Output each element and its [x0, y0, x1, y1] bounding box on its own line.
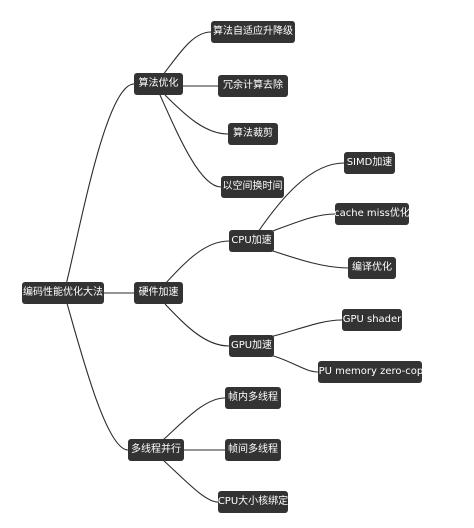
node-algo-redundant[interactable]: 冗余计算去除 — [218, 75, 288, 97]
node-gpu-memory[interactable]: GPU memory zero-copy — [318, 361, 422, 383]
branch-multithreading[interactable]: 多线程并行 — [128, 439, 184, 461]
node-gpu-shader[interactable]: GPU shader — [342, 309, 402, 331]
node-intra-frame[interactable]: 帧内多线程 — [225, 387, 281, 409]
branch-algorithm-optimization[interactable]: 算法优化 — [134, 73, 183, 95]
node-algo-space-time[interactable]: 以空间换时间 — [221, 176, 284, 198]
node-compile-optimization[interactable]: 编译优化 — [348, 257, 396, 279]
node-simd[interactable]: SIMD加速 — [344, 152, 395, 174]
edge-cpu-cache — [269, 213, 336, 233]
node-cpu-acceleration[interactable]: CPU加速 — [229, 230, 274, 252]
edge-cpu-simd — [257, 162, 345, 233]
edge-gpu-shader — [269, 319, 343, 338]
branch-hardware-acceleration[interactable]: 硬件加速 — [134, 282, 183, 304]
edge-gpu-memory — [269, 354, 319, 373]
edge-hw-cpu — [164, 240, 230, 285]
node-cache-miss[interactable]: cache miss优化 — [335, 203, 409, 225]
edge-algo-adaptive — [161, 31, 212, 77]
node-core-binding[interactable]: CPU大小核绑定 — [218, 491, 288, 513]
node-algo-prune[interactable]: 算法裁剪 — [228, 123, 278, 145]
node-inter-frame[interactable]: 帧间多线程 — [225, 439, 281, 461]
edge-algo-prune — [164, 94, 229, 135]
root-node[interactable]: 编码性能优化大法 — [22, 282, 104, 304]
node-algo-adaptive[interactable]: 算法自适应升降级 — [211, 21, 295, 43]
edge-mt-intra — [162, 397, 226, 441]
edge-cpu-compile — [269, 249, 349, 269]
edge-algo-space — [159, 94, 222, 188]
edge-root-mt — [63, 292, 129, 451]
edge-mt-bind — [162, 459, 219, 503]
edge-hw-gpu — [164, 303, 230, 347]
node-gpu-acceleration[interactable]: GPU加速 — [229, 335, 274, 357]
edge-root-algo — [63, 83, 135, 294]
